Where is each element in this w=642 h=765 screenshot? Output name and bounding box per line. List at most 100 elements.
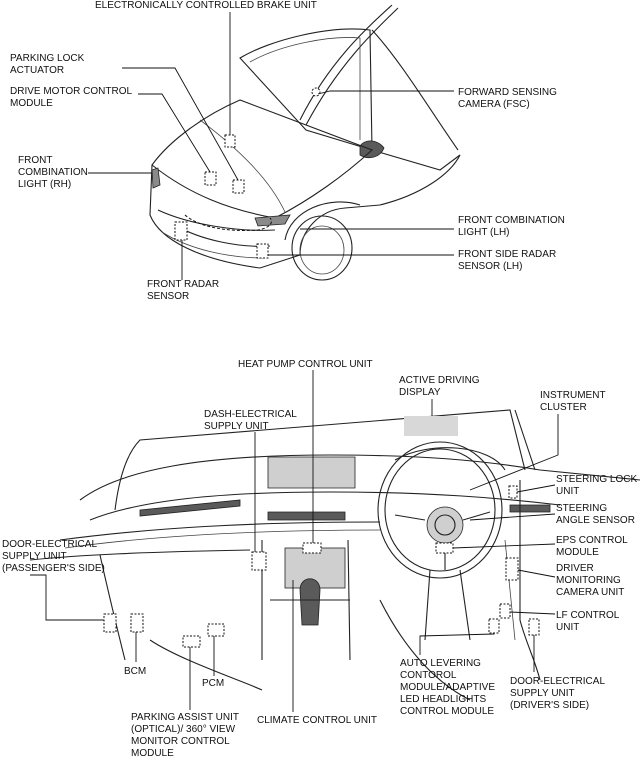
label-line: PCM (202, 678, 224, 689)
label-line: DRIVER (556, 563, 594, 574)
label-line: EPS CONTROL (556, 535, 628, 546)
label-line: DOOR-ELECTRICAL (2, 539, 97, 550)
label-line: CLIMATE CONTROL UNIT (257, 715, 377, 726)
driver-monitoring-box (505, 557, 519, 581)
label-line: SUPPLY UNIT (510, 688, 575, 699)
label-line: DOOR-ELECTRICAL (510, 676, 605, 687)
door-driver-box (528, 618, 540, 636)
label-pcm: PCM (202, 678, 224, 689)
drive-motor-box (204, 171, 217, 186)
pcm-box (207, 623, 225, 637)
label-line: DRIVE MOTOR CONTROL (10, 86, 132, 97)
label-line: CONTOROL (400, 670, 457, 681)
label-line: LF CONTROL (556, 610, 620, 621)
label-line: MODULE (131, 748, 174, 759)
label-line: CAMERA UNIT (556, 587, 624, 598)
label-bcm: BCM (124, 666, 146, 677)
label-line: UNIT (556, 486, 579, 497)
front-side-radar-box (256, 243, 269, 259)
label-line: UNIT (556, 622, 579, 633)
label-line: BCM (124, 666, 146, 677)
label-line: MODULE/ADAPTIVE (400, 682, 495, 693)
label-brake-unit: ELECTRONICALLY CONTROLLED BRAKE UNIT (95, 0, 317, 11)
label-line: (DRIVER'S SIDE) (510, 700, 589, 711)
label-line: ACTUATOR (10, 65, 64, 76)
label-line: SENSOR (LH) (458, 261, 522, 272)
label-line: LIGHT (RH) (18, 179, 71, 190)
car-exterior-illustration (149, 4, 461, 281)
dash-electrical-box (251, 551, 267, 571)
label-line: FRONT SIDE RADAR (458, 249, 556, 260)
label-line: FRONT (18, 155, 52, 166)
auto-levering-box (488, 618, 500, 634)
label-line: ANGLE SENSOR (556, 515, 635, 526)
top-leader-lines (88, 12, 454, 280)
label-line: INSTRUMENT (540, 390, 606, 401)
label-line: MODULE (556, 547, 599, 558)
parking-assist-box (182, 635, 201, 648)
active-driving-display-area (404, 416, 458, 436)
label-line: COMBINATION (18, 167, 88, 178)
label-line: SUPPLY UNIT (204, 421, 269, 432)
front-radar-box (174, 221, 188, 241)
label-line: MODULE (10, 98, 53, 109)
label-line: CAMERA (FSC) (458, 99, 530, 110)
label-line: SENSOR (147, 291, 189, 302)
label-line: STEERING (556, 503, 607, 514)
bcm-box (130, 613, 144, 633)
label-heat-pump: HEAT PUMP CONTROL UNIT (238, 359, 373, 370)
label-line: CONTROL MODULE (400, 706, 494, 717)
eps-box (435, 542, 454, 554)
label-line: FORWARD SENSING (458, 87, 557, 98)
forward-camera-box (311, 87, 321, 97)
label-line: AUTO LEVERING (400, 658, 481, 669)
label-line: STEERING LOCK (556, 474, 637, 485)
label-line: DASH-ELECTRICAL (204, 409, 297, 420)
label-line: HEAT PUMP CONTROL UNIT (238, 359, 373, 370)
label-line: PARKING LOCK (10, 53, 85, 64)
label-line: LIGHT (LH) (458, 227, 510, 238)
label-line: DISPLAY (399, 387, 441, 398)
label-line: CLUSTER (540, 402, 587, 413)
label-line: (PASSENGER'S SIDE) (2, 563, 105, 574)
bottom-leader-lines (30, 370, 559, 712)
label-climate-control: CLIMATE CONTROL UNIT (257, 715, 377, 726)
label-line: FRONT RADAR (147, 279, 219, 290)
label-line: FRONT COMBINATION (458, 215, 565, 226)
label-line: ACTIVE DRIVING (399, 375, 480, 386)
label-line: PARKING ASSIST UNIT (131, 712, 239, 723)
label-line: (OPTICAL)/ 360° VIEW (131, 724, 236, 735)
steering-lock-box (508, 485, 518, 499)
lf-control-box (499, 603, 511, 619)
label-line: SUPPLY UNIT (2, 551, 67, 562)
door-passenger-box (103, 613, 117, 633)
heat-pump-box (302, 542, 322, 554)
label-line: LED HEADLIGHTS (400, 694, 486, 705)
interior-dashboard-illustration (29, 409, 641, 701)
parking-lock-box (232, 179, 245, 194)
label-line: ELECTRONICALLY CONTROLLED BRAKE UNIT (95, 0, 317, 11)
label-line: MONITOR CONTROL (131, 736, 230, 747)
label-line: MONITORING (556, 575, 621, 586)
